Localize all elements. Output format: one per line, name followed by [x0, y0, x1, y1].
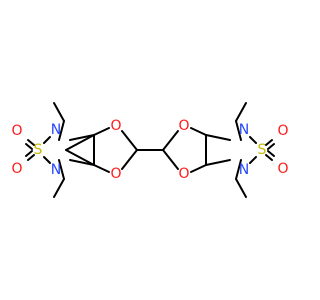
bond-s1-o2-b — [25, 150, 33, 157]
bond-c-n1 — [69, 134, 95, 141]
bond-n1-s1 — [43, 136, 51, 144]
bond-n3-methyl — [235, 102, 247, 122]
bond-n1-methyl — [53, 102, 65, 122]
bond-o4-c — [121, 149, 138, 170]
atom-s1: S — [34, 142, 43, 158]
bond-n3-s2 — [249, 136, 257, 144]
atom-n4: N — [239, 162, 249, 178]
bond-o6-c — [190, 164, 207, 173]
bond-o3-c — [121, 130, 138, 151]
bond-n2-s1 — [43, 156, 51, 164]
atom-labels: N N S O O O O O O N N S O O — [11, 118, 288, 182]
bond-c-n4 — [205, 159, 231, 166]
atom-o5: O — [178, 118, 189, 134]
bond-n2-c — [58, 159, 65, 180]
bond-n4-methyl — [235, 178, 247, 198]
atom-n1: N — [51, 122, 61, 138]
molecule-diagram: N N S O O O O O O N N S O O — [11, 102, 289, 198]
atom-n2: N — [51, 162, 61, 178]
atom-o2: O — [11, 161, 22, 177]
molecule-canvas: N N S O O O O O O N N S O O — [11, 102, 289, 198]
bond-s1-o2-a — [27, 154, 35, 161]
bond-n4-c — [235, 159, 242, 180]
bond-s1-o1-a — [27, 139, 35, 146]
bond-s2-o7-b — [267, 143, 275, 150]
bonds — [25, 102, 275, 198]
bond-n4-s2 — [249, 156, 257, 164]
bond-n3-c — [235, 120, 242, 141]
atom-o3: O — [110, 118, 121, 134]
bond-c-o6 — [162, 149, 179, 170]
bond-s2-o8-a — [265, 154, 273, 161]
bond-n2-c-fused — [65, 149, 95, 166]
bond-s2-o8-b — [267, 150, 275, 157]
atom-s2: S — [258, 142, 267, 158]
bond-c-n3 — [205, 134, 231, 141]
bond-c-o3 — [93, 127, 110, 136]
atom-o6: O — [178, 166, 189, 182]
bond-s2-o7-a — [265, 139, 273, 146]
bond-o5-c — [190, 127, 207, 136]
bond-n1-c-fused — [65, 134, 95, 151]
bond-n1-c — [58, 120, 65, 141]
atom-o4: O — [110, 166, 121, 182]
bond-c-n2 — [69, 159, 95, 166]
atom-o8: O — [277, 161, 288, 177]
bond-c-o4 — [93, 164, 110, 173]
bond-s1-o1-b — [25, 143, 33, 150]
atom-n3: N — [239, 122, 249, 138]
atom-o1: O — [11, 123, 22, 139]
bond-c-o5 — [162, 130, 179, 151]
atom-o7: O — [277, 123, 288, 139]
bond-n2-methyl — [53, 178, 65, 198]
